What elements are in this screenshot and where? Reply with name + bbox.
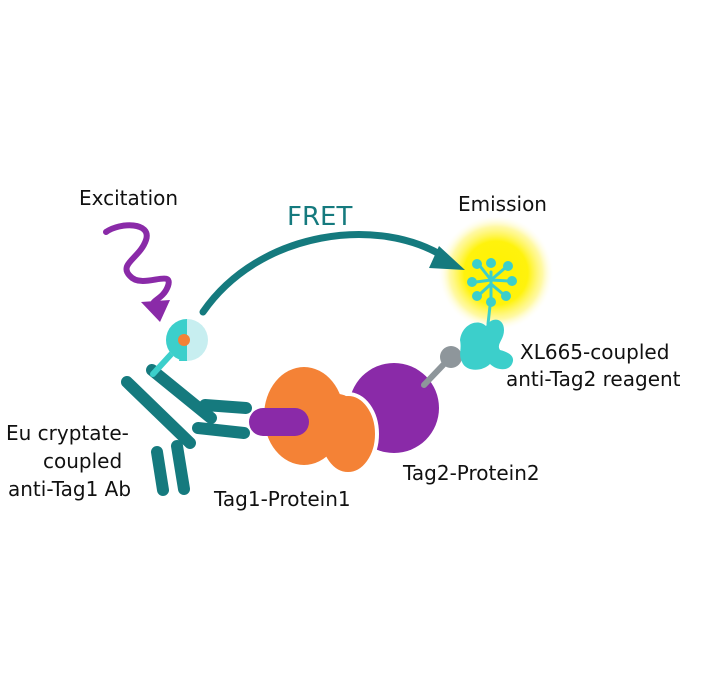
donor-label-line-3: anti-Tag1 Ab (8, 477, 131, 501)
donor-label-line-2: coupled (43, 449, 122, 473)
protein2-label: Tag2-Protein2 (402, 461, 540, 485)
antibody-arm-outer (121, 376, 196, 449)
acceptor-branches (474, 264, 511, 326)
antibody-upper-arm-2 (192, 422, 250, 439)
fret-label: FRET (287, 202, 352, 232)
fret-arrow-head (429, 246, 465, 270)
antibody-stem-2 (171, 440, 190, 495)
emission-glow (438, 215, 554, 331)
acceptor-label-line-1: XL665-coupled (520, 340, 669, 364)
antibody-stem-1 (151, 446, 169, 496)
antibody-upper-arm-1 (199, 399, 252, 414)
tag1 (249, 408, 309, 436)
xl665-acceptor (460, 319, 514, 370)
antibody (121, 364, 252, 496)
protein1-label: Tag1-Protein1 (213, 487, 351, 511)
antibody-arm-inner (146, 364, 217, 424)
acceptor-label-line-2: anti-Tag2 reagent (506, 367, 681, 391)
acceptor-dots (467, 258, 517, 307)
excitation-arrow-head (141, 300, 170, 322)
eu-cryptate-donor (166, 319, 208, 361)
emission-label: Emission (458, 192, 547, 216)
donor-core (178, 334, 190, 346)
excitation-wave (103, 222, 172, 309)
excitation-label: Excitation (79, 186, 178, 210)
donor-label-line-1: Eu cryptate- (6, 421, 129, 445)
tag2-reagent-bead (440, 346, 462, 368)
fret-arrow (199, 231, 450, 316)
donor-linker (150, 347, 178, 377)
tag2-linker (421, 360, 448, 388)
